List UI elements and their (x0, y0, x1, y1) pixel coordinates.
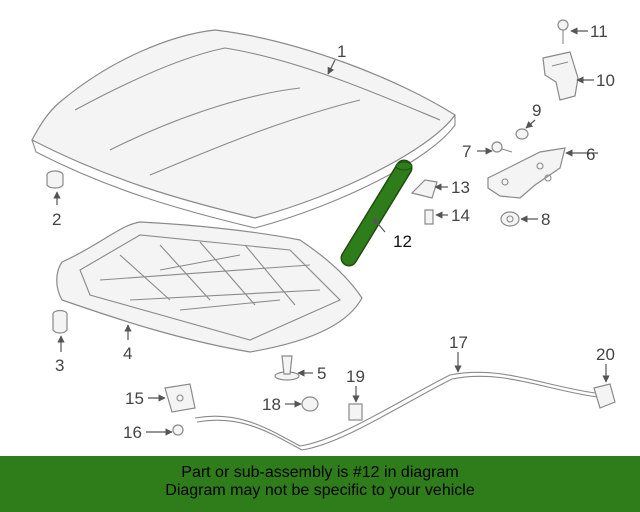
hood-panel[interactable] (31, 29, 456, 229)
callout-11: 11 (590, 22, 608, 41)
clip-19[interactable] (348, 403, 363, 421)
bolt-14[interactable] (424, 209, 434, 225)
callout-2: 2 (52, 210, 61, 229)
hood-inner-panel[interactable] (56, 221, 363, 353)
clip-18[interactable] (301, 396, 319, 412)
bolt-11[interactable] (557, 19, 569, 44)
callout-9: 9 (532, 101, 541, 120)
callout-10: 10 (596, 71, 615, 90)
callout-13: 13 (451, 178, 470, 197)
callout-16: 16 (123, 423, 142, 442)
callout-19: 19 (346, 367, 365, 386)
callout-6: 6 (586, 145, 595, 164)
callout-18: 18 (262, 395, 281, 414)
callout-14: 14 (451, 206, 470, 225)
hood-bumper-upper[interactable] (46, 170, 64, 189)
bracket-13[interactable] (410, 179, 438, 199)
callout-15: 15 (125, 389, 144, 408)
callout-17: 17 (449, 333, 468, 352)
callout-1: 1 (337, 42, 346, 61)
callout-7: 7 (462, 142, 471, 161)
latch-bracket[interactable] (542, 51, 579, 101)
hood-hinge[interactable] (487, 147, 566, 199)
callout-4: 4 (123, 344, 132, 363)
diagram-notice-banner: Part or sub-assembly is #12 in diagram D… (0, 456, 640, 512)
hood-lift-support[interactable] (340, 159, 413, 267)
callout-3: 3 (55, 356, 64, 375)
handle-20[interactable] (593, 383, 616, 409)
hood-bumper-lower[interactable] (52, 309, 68, 334)
bolt-16[interactable] (172, 424, 184, 436)
notice-line-2: Diagram may not be specific to your vehi… (165, 482, 475, 499)
clip-9[interactable] (515, 128, 529, 140)
nut-8[interactable] (500, 211, 520, 227)
callout-12: 12 (393, 232, 412, 251)
release-cable[interactable] (194, 371, 598, 451)
parts-diagram: 1 2 3 4 5 6 7 8 9 10 11 12 13 14 15 16 1… (31, 19, 616, 451)
notice-line-1: Part or sub-assembly is #12 in diagram (181, 464, 459, 481)
bolt-7[interactable] (491, 141, 513, 153)
latch-15[interactable] (164, 383, 196, 413)
callout-5: 5 (317, 364, 326, 383)
callout-20: 20 (596, 345, 615, 364)
leader-lines (53, 27, 610, 436)
bumper-5[interactable] (274, 355, 300, 381)
callout-8: 8 (541, 210, 550, 229)
